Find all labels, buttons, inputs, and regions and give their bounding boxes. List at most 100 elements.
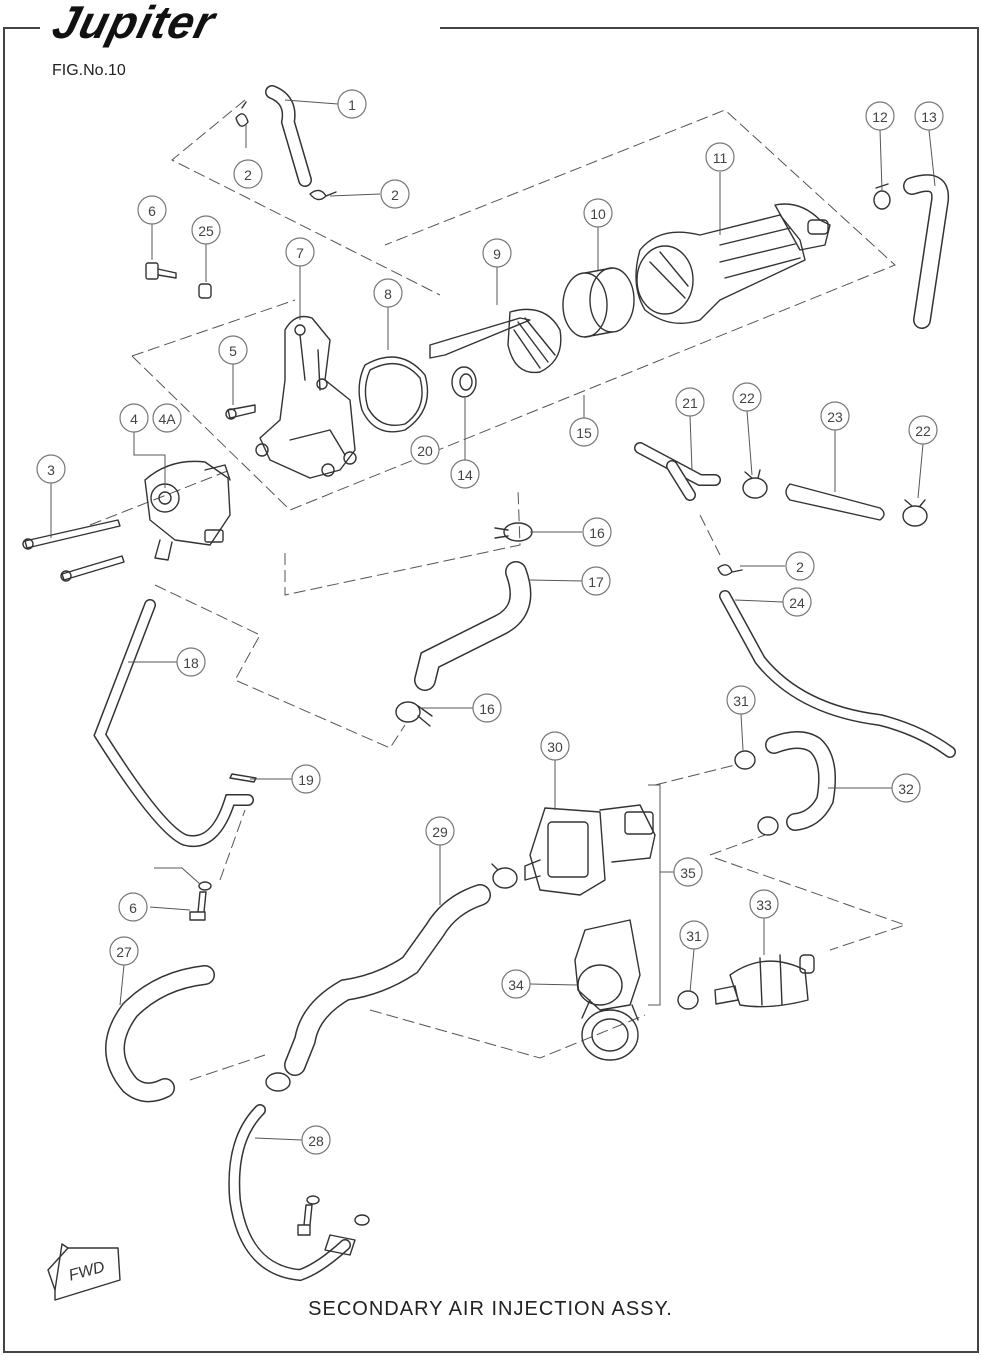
- assembly-guide-lines: [89, 99, 907, 1081]
- cover-7: [255, 315, 357, 479]
- gasket-8: [358, 356, 429, 433]
- clamp-33: [677, 990, 699, 1010]
- callout-label: 2: [796, 559, 804, 575]
- bracket-35-line: [648, 784, 661, 1006]
- filter-10: [562, 267, 635, 338]
- callout-label: 3: [47, 462, 55, 478]
- hose-24: [719, 590, 956, 758]
- pipe-18: [93, 599, 254, 848]
- callout-label: 15: [576, 425, 592, 441]
- callout-circle: [675, 387, 705, 417]
- callout-22: 22: [908, 415, 938, 445]
- callout-28: 28: [301, 1125, 331, 1155]
- clamp-16b: [395, 701, 433, 727]
- pipe-28: [228, 1072, 370, 1282]
- callout-8: 8: [373, 278, 403, 308]
- callout-label: 8: [384, 286, 392, 302]
- callout-label: 2: [391, 187, 399, 203]
- callout-circle: [782, 587, 812, 617]
- callout-label: 19: [298, 772, 314, 788]
- callout-label: 23: [827, 409, 843, 425]
- callout-2: 2: [380, 179, 410, 209]
- callout-circle: [749, 889, 779, 919]
- callout-label: 9: [493, 246, 501, 262]
- callout-label: 14: [457, 467, 473, 483]
- callout-circle: [705, 142, 735, 172]
- callout-7: 7: [285, 237, 315, 267]
- pipe-23: [785, 483, 885, 521]
- callout-circle: [337, 89, 367, 119]
- callout-circle: [732, 382, 762, 412]
- hose-32: [765, 731, 836, 831]
- callout-33: 33: [749, 889, 779, 919]
- callout-circle: [679, 920, 709, 950]
- valve-4: [144, 460, 231, 561]
- callout-5: 5: [218, 335, 248, 365]
- screw-5: [225, 404, 256, 420]
- callout-18: 18: [176, 647, 206, 677]
- callout-11: 11: [705, 142, 735, 172]
- callout-circle: [301, 1125, 331, 1155]
- callout-10: 10: [583, 198, 613, 228]
- leader-lines: [50, 99, 936, 1141]
- callout-label: 12: [872, 109, 888, 125]
- callout-circle: [410, 435, 440, 465]
- callout-circle: [137, 195, 167, 225]
- clamp-16a: [494, 522, 533, 542]
- callout-label: 21: [682, 395, 698, 411]
- callout-6: 6: [137, 195, 167, 225]
- fwd-arrow-icon: FWD: [47, 1243, 121, 1301]
- callout-31: 31: [679, 920, 709, 950]
- callout-label: 13: [921, 109, 937, 125]
- hose-29: [284, 884, 491, 1076]
- housing-11: [635, 203, 831, 324]
- joint-21: [634, 442, 721, 501]
- callout-label: 10: [590, 206, 606, 222]
- filter-33: [714, 954, 815, 1008]
- callout-label: 27: [116, 944, 132, 960]
- callout-14: 14: [450, 459, 480, 489]
- callout-circle: [119, 403, 149, 433]
- callout-2: 2: [785, 551, 815, 581]
- hose-13: [903, 174, 950, 329]
- callout-2: 2: [233, 159, 263, 189]
- callout-label: 7: [296, 245, 304, 261]
- diagram-frame: [3, 27, 979, 1353]
- callout-24: 24: [782, 587, 812, 617]
- callout-4: 4: [119, 403, 149, 433]
- callout-circle: [191, 215, 221, 245]
- callout-27: 27: [109, 936, 139, 966]
- diagram-title: SECONDARY AIR INJECTION ASSY.: [308, 1298, 673, 1320]
- callout-circle: [118, 892, 148, 922]
- callout-label: 11: [713, 150, 728, 166]
- bolt-3: [22, 519, 125, 582]
- figure-number: FIG.No.10: [52, 62, 126, 79]
- callout-circle: [218, 335, 248, 365]
- callout-6: 6: [118, 892, 148, 922]
- callout-circle: [380, 179, 410, 209]
- gasket-19: [229, 773, 257, 783]
- callout-label: 16: [479, 701, 495, 717]
- callout-label: 2: [244, 167, 252, 183]
- callout-31: 31: [726, 685, 756, 715]
- hose-17: [414, 561, 532, 691]
- callout-1: 1: [337, 89, 367, 119]
- callout-23: 23: [820, 401, 850, 431]
- callout-label: 4A: [158, 411, 176, 427]
- hose-27: [105, 965, 215, 1103]
- callout-label: 17: [588, 574, 604, 590]
- callout-30: 30: [540, 731, 570, 761]
- callout-label: 22: [915, 423, 931, 439]
- callout-label: 20: [417, 443, 433, 459]
- bolt-6: [145, 262, 177, 280]
- callout-label: 28: [308, 1133, 324, 1149]
- reed-valve-9: [429, 308, 562, 374]
- callout-label: 5: [229, 343, 237, 359]
- callout-16: 16: [472, 693, 502, 723]
- callout-22: 22: [732, 382, 762, 412]
- callout-12: 12: [865, 101, 895, 131]
- callout-label: 6: [129, 900, 137, 916]
- washer-20: [198, 881, 212, 891]
